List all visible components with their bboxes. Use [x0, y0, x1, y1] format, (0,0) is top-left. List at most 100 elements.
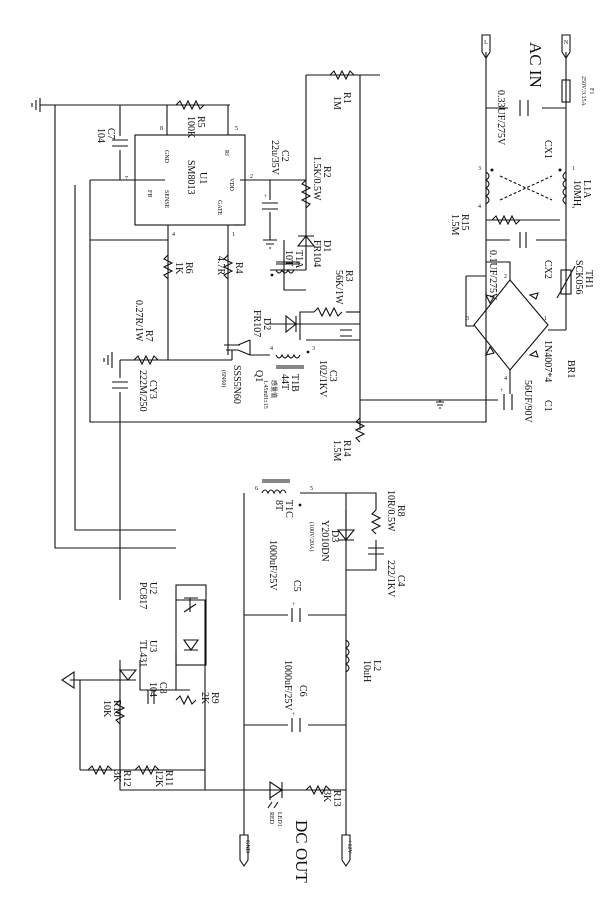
svg-text:1.5K/0.5W: 1.5K/0.5W — [311, 156, 322, 201]
svg-text:SENSE: SENSE — [163, 190, 169, 209]
svg-text:C4: C4 — [395, 575, 406, 587]
svg-text:+: + — [500, 388, 504, 394]
capacitor-c5: + C5 1000uF/25V — [267, 540, 308, 622]
transformer-primary-t1b: 4 3 T1B 44T 感量值 1.45mH±15 — [262, 346, 315, 409]
svg-text:Y2010DN: Y2010DN — [319, 520, 330, 562]
svg-text:10R/0.5W: 10R/0.5W — [385, 490, 396, 532]
capacitor-c3-snubber — [340, 329, 352, 337]
svg-text:250V/3.15A: 250V/3.15A — [580, 76, 586, 107]
svg-text:(100V/20A): (100V/20A) — [308, 522, 315, 551]
svg-text:7: 7 — [125, 176, 128, 182]
svg-text:3K: 3K — [111, 770, 122, 783]
ground-symbol-bridge — [436, 401, 444, 409]
svg-text:1: 1 — [544, 316, 547, 322]
svg-text:R6: R6 — [183, 262, 194, 274]
ground-symbol-r7 — [103, 352, 113, 368]
svg-text:CX2: CX2 — [542, 260, 553, 279]
svg-text:2: 2 — [504, 274, 507, 280]
resistor-r7: R7 0.27R/1W — [133, 300, 159, 366]
svg-text:R2: R2 — [321, 166, 332, 178]
capacitor-c2: + C2 22u/35V — [262, 140, 290, 212]
svg-text:F1: F1 — [588, 88, 594, 94]
svg-text:5: 5 — [310, 486, 313, 492]
dc-terminal-gnd: GND — [239, 834, 250, 867]
capacitor-cx1: CX1 0.33UF/275V — [495, 90, 553, 159]
capacitor-c4: C4 222/1KV — [368, 547, 406, 598]
svg-text:L1A: L1A — [581, 180, 592, 199]
svg-text:5: 5 — [235, 126, 238, 132]
svg-text:1K: 1K — [173, 262, 184, 275]
capacitor-c7: C7 104 — [95, 128, 128, 150]
svg-text:R7: R7 — [143, 330, 154, 342]
resistor-r1: R1 1M — [329, 69, 355, 110]
svg-text:N: N — [564, 40, 569, 46]
svg-text:T1A: T1A — [293, 250, 304, 269]
svg-text:C5: C5 — [291, 580, 302, 592]
svg-text:GND: GND — [163, 150, 169, 164]
svg-text:LED1: LED1 — [276, 812, 282, 827]
bridge-rectifier-br1: 2 1 3 4 BR1 1N4007*4 — [466, 274, 576, 382]
resistor-r12: R12 3K — [87, 764, 132, 787]
svg-text:4: 4 — [172, 232, 175, 238]
svg-text:3K: 3K — [321, 790, 332, 803]
svg-text:0.1UF/275V: 0.1UF/275V — [487, 250, 498, 301]
svg-text:FR107: FR107 — [251, 310, 262, 337]
svg-text:SSS5N60: SSS5N60 — [231, 365, 242, 404]
svg-text:SM8013: SM8013 — [185, 160, 196, 194]
svg-text:L: L — [484, 40, 488, 46]
svg-text:D2: D2 — [261, 318, 272, 330]
svg-text:8: 8 — [160, 126, 163, 132]
svg-text:R12: R12 — [121, 770, 132, 787]
regulator-u3: U3 TL431 — [118, 640, 158, 681]
ac-terminal-n: N — [561, 34, 571, 59]
inductor-l2: L2 10uH — [345, 639, 382, 682]
svg-text:1: 1 — [572, 166, 575, 172]
svg-text:C8: C8 — [157, 682, 168, 694]
svg-text:104: 104 — [147, 682, 158, 697]
common-mode-choke-l1a: 3 1 4 2 L1A 10MH — [478, 166, 592, 210]
ground-symbol-top — [31, 98, 41, 112]
svg-text:44T: 44T — [279, 374, 290, 390]
capacitor-c3-label: C3 102/1KV — [317, 360, 338, 398]
svg-text:+: + — [264, 194, 268, 200]
ac-terminal-l: L — [481, 34, 491, 59]
capacitor-cx2: CX2 0.1UF/275V — [487, 232, 553, 301]
svg-text:U3: U3 — [147, 640, 158, 652]
resistor-r4: R4 4.7R — [215, 254, 244, 280]
svg-text:3: 3 — [478, 166, 481, 172]
svg-text:1.5M: 1.5M — [449, 214, 460, 236]
transformer-winding-t1a: T1A 10T — [270, 250, 304, 277]
diode-d1: D1 FR104 — [296, 235, 332, 267]
svg-text:CY3: CY3 — [147, 380, 158, 399]
svg-text:FR104: FR104 — [311, 240, 322, 267]
svg-text:R15: R15 — [459, 214, 470, 231]
svg-text:U1: U1 — [197, 172, 208, 184]
ground-symbol-c2 — [263, 212, 277, 249]
svg-text:FB: FB — [146, 190, 152, 197]
svg-text:Q1: Q1 — [253, 370, 264, 382]
svg-text:TH1: TH1 — [583, 270, 594, 288]
ac-in-label: AC IN — [526, 42, 545, 88]
svg-text:TL431: TL431 — [137, 640, 148, 667]
svg-text:R9: R9 — [209, 692, 220, 704]
svg-text:感量值: 感量值 — [270, 380, 278, 398]
svg-text:2: 2 — [250, 174, 253, 180]
svg-text:1: 1 — [232, 232, 235, 238]
svg-text:8T: 8T — [273, 500, 284, 511]
svg-text:0.33UF/275V: 0.33UF/275V — [495, 90, 506, 146]
capacitor-c6: + C6 1000uF/25V — [282, 660, 308, 732]
svg-text:104: 104 — [95, 128, 106, 143]
svg-text:10K: 10K — [101, 700, 112, 718]
svg-text:1.5M: 1.5M — [331, 440, 342, 462]
resistor-r10: R10 10K — [101, 699, 126, 725]
ground-symbol-u3 — [61, 670, 75, 690]
resistor-r11: R11 12K — [134, 764, 174, 788]
led-led1: LED1 RED — [267, 780, 283, 827]
diode-d3: D3 Y2010DN (100V/20A) — [308, 520, 356, 562]
svg-text:R3: R3 — [343, 270, 354, 282]
svg-text:3: 3 — [466, 316, 469, 322]
svg-text:T1C: T1C — [283, 500, 294, 518]
svg-text:100K: 100K — [185, 116, 196, 139]
optocoupler-u2: U2 PC817 — [137, 582, 207, 666]
